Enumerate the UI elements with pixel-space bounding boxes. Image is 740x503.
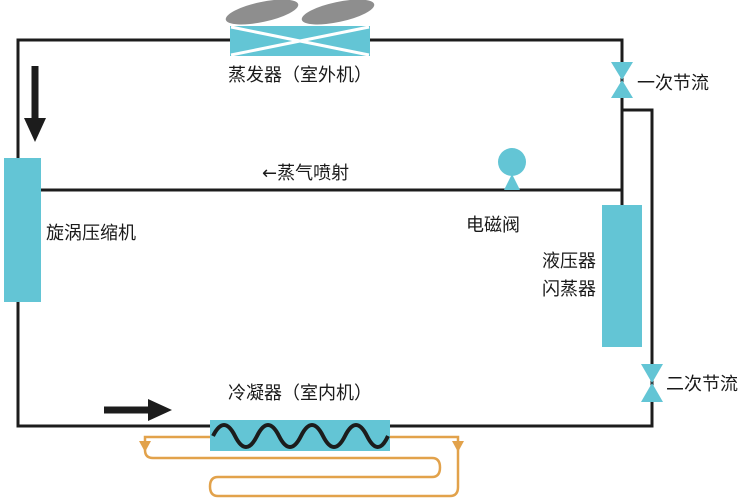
solenoid-valve-stem <box>504 174 520 190</box>
secondary-throttle-upper <box>641 364 663 383</box>
compressor-box <box>4 158 41 302</box>
primary-throttle-label: 一次节流 <box>637 73 709 94</box>
fan-blade-right <box>301 0 375 25</box>
flow-arrow-down-head <box>24 118 46 142</box>
vapor-injection-label: ←蒸气喷射 <box>262 163 350 184</box>
primary-throttle-valve-icon <box>611 62 633 98</box>
flow-arrow-right-head <box>148 399 172 421</box>
compressor-label: 旋涡压缩机 <box>46 223 136 244</box>
fan-blade-left <box>225 0 299 25</box>
solenoid-valve-head <box>498 148 526 176</box>
solenoid-valve-label: 电磁阀 <box>466 215 520 236</box>
floor-coil-pipe <box>143 435 460 498</box>
evaporator-cross-icon <box>230 25 370 57</box>
secondary-throttle-label: 二次节流 <box>666 374 738 395</box>
flow-arrow-down-icon <box>24 66 46 142</box>
coil-flow-arrow-left-icon <box>139 441 151 452</box>
primary-throttle-lower <box>611 80 633 98</box>
flash-tank-label: 液压器 闪蒸器 <box>542 251 596 300</box>
flow-arrow-right-icon <box>104 399 172 421</box>
solenoid-valve-icon <box>498 148 526 190</box>
flash-tank-box <box>602 205 642 347</box>
condenser-coil-wave-icon <box>211 423 390 449</box>
condenser-label: 冷凝器（室内机） <box>228 383 372 404</box>
primary-throttle-upper <box>611 62 633 80</box>
coil-flow-arrow-right-icon <box>452 441 464 452</box>
secondary-throttle-lower <box>641 383 663 402</box>
secondary-throttle-valve-icon <box>641 364 663 402</box>
fan-icon <box>225 0 375 25</box>
evaporator <box>230 25 370 57</box>
floor-coil <box>139 435 464 498</box>
evaporator-label: 蒸发器（室外机） <box>228 65 372 86</box>
